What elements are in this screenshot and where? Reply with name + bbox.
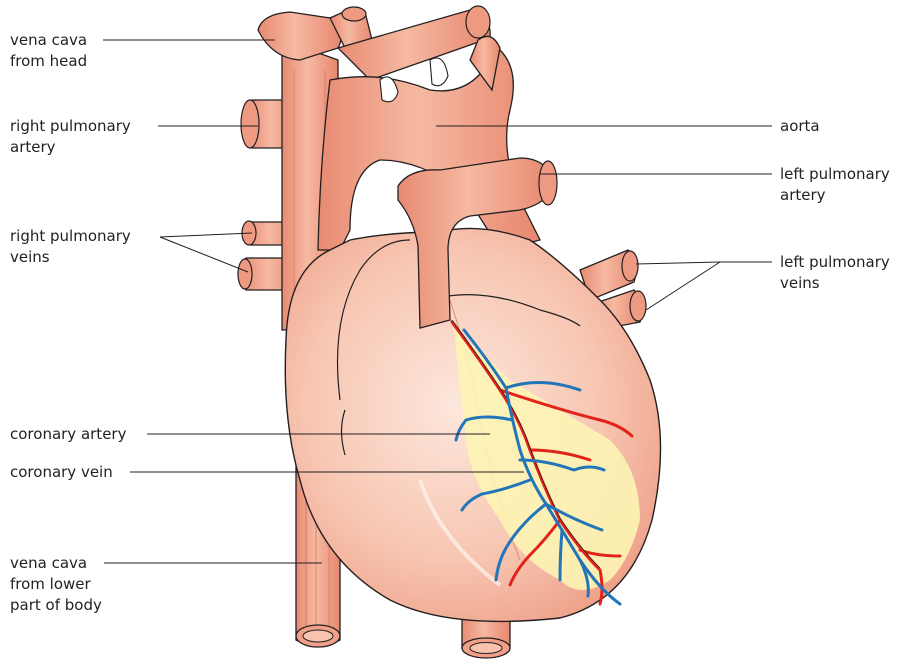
label-coronary-vein: coronary vein — [10, 462, 113, 483]
label-coronary-artery: coronary artery — [10, 424, 126, 445]
leader-right-pulmonary-veins-a — [160, 233, 252, 237]
label-left-pulmonary-artery: left pulmonary artery — [780, 164, 890, 206]
label-aorta: aorta — [780, 116, 820, 137]
leader-right-pulmonary-veins-b — [160, 237, 248, 272]
label-left-pulmonary-veins: left pulmonary veins — [780, 252, 890, 294]
label-right-pulmonary-artery: right pulmonary artery — [10, 116, 131, 158]
leader-left-pulmonary-veins-a — [636, 262, 720, 264]
label-vena-cava-lower: vena cava from lower part of body — [10, 553, 102, 616]
label-right-pulmonary-veins: right pulmonary veins — [10, 226, 131, 268]
leader-left-pulmonary-veins-b — [646, 262, 720, 310]
label-vena-cava-head: vena cava from head — [10, 30, 87, 72]
